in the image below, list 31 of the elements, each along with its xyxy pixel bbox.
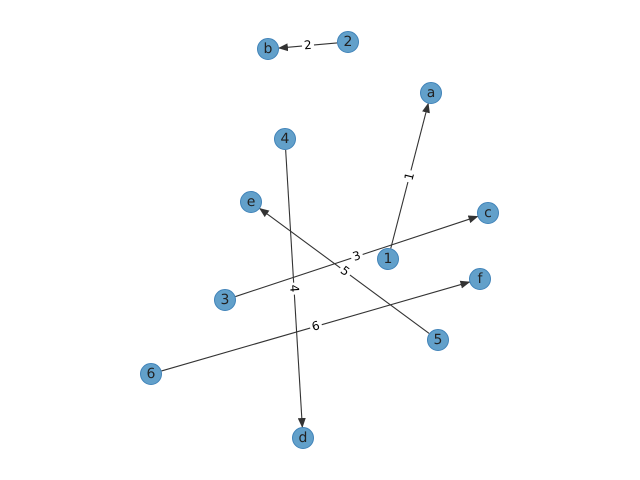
node-label: 5	[434, 332, 442, 348]
graph-node	[469, 268, 491, 290]
graph-node	[337, 31, 359, 53]
node-label: a	[426, 85, 436, 101]
graph-node	[240, 191, 262, 213]
graph-node	[377, 248, 399, 270]
graph-node	[257, 38, 279, 60]
arrow	[285, 150, 306, 428]
graph-node	[292, 427, 314, 449]
node-label: 3	[220, 292, 230, 308]
edge-label: 2	[301, 38, 314, 52]
graph-node	[477, 202, 499, 224]
node-label: f	[478, 271, 482, 287]
graph-node	[140, 363, 162, 385]
node-label: e	[246, 194, 256, 210]
graph-node	[274, 128, 296, 150]
graph-node	[214, 289, 236, 311]
node-label: 2	[344, 34, 352, 50]
arrow	[259, 208, 430, 334]
node-label: d	[298, 430, 308, 446]
node-label: 1	[384, 251, 392, 267]
graph-node	[420, 82, 442, 104]
node-label: 4	[280, 131, 290, 147]
arrow	[390, 102, 430, 248]
node-label: c	[484, 205, 492, 221]
arrow	[235, 215, 478, 298]
node-label: b	[264, 41, 272, 57]
arrow	[278, 42, 338, 52]
node-label: 6	[146, 366, 156, 382]
arrow	[161, 280, 470, 372]
graph-node	[427, 329, 449, 351]
